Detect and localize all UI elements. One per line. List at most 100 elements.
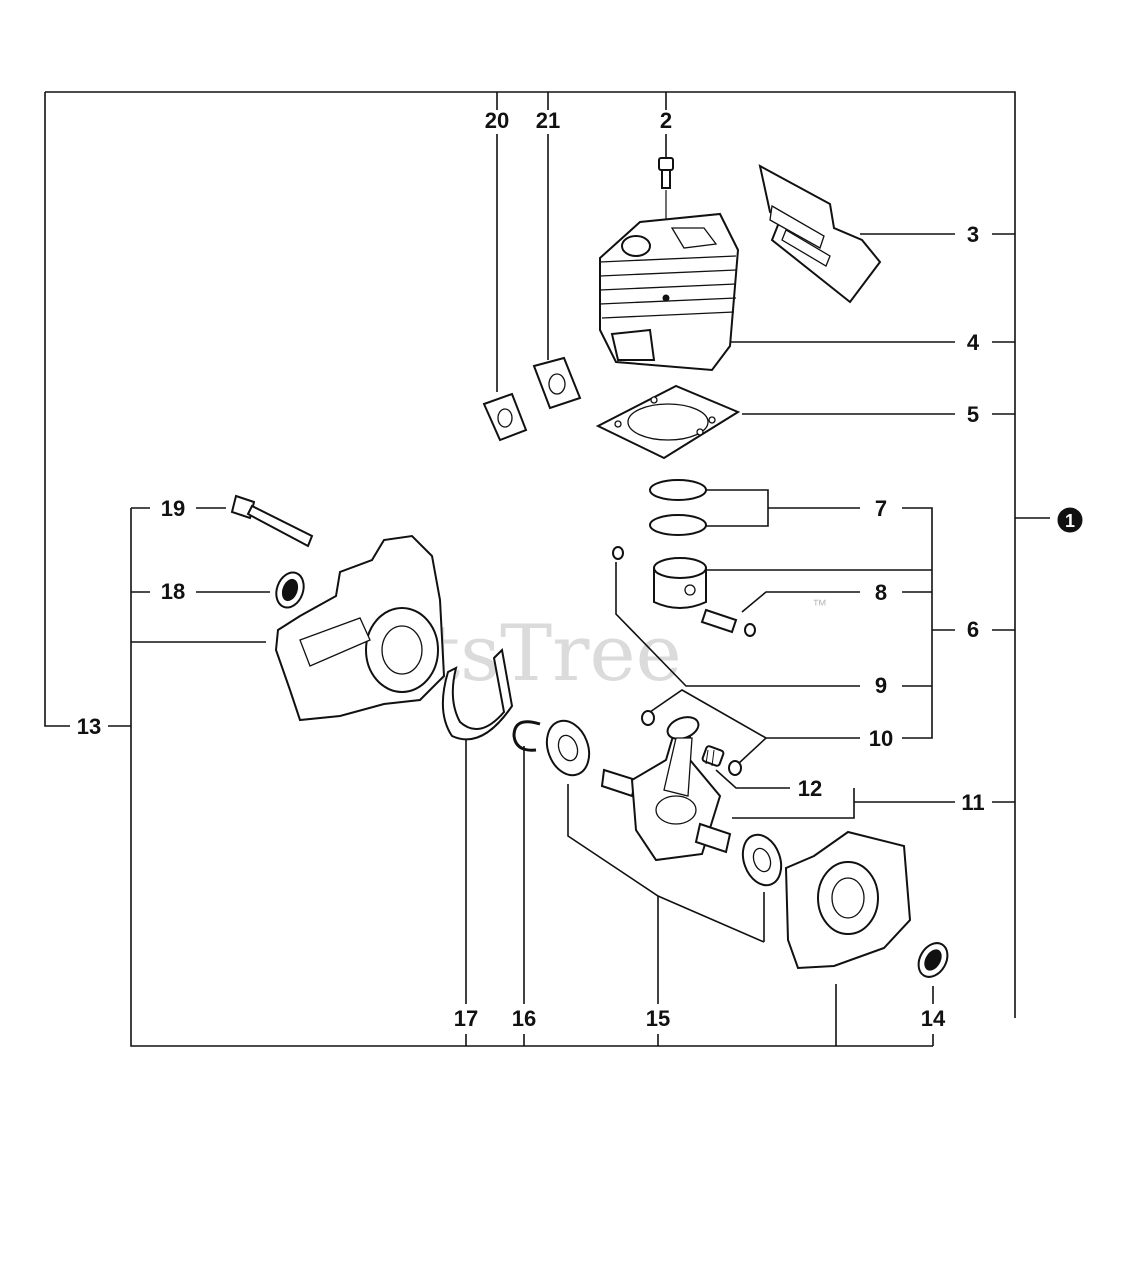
callout-11: 11 xyxy=(961,790,984,815)
bracket-7 xyxy=(706,489,769,527)
gasket-bore xyxy=(627,403,709,441)
cylinder-part-4 xyxy=(599,212,740,372)
circlips-part-9 xyxy=(612,546,756,637)
gasket-21-hole xyxy=(548,373,566,395)
piston-pin-part-8 xyxy=(700,608,738,634)
callout-4: 4 xyxy=(967,330,980,355)
needle-line-2 xyxy=(711,749,715,767)
fin-4 xyxy=(599,297,737,305)
leader-10 xyxy=(649,689,860,739)
conrod-beam xyxy=(663,737,693,797)
shield-slot-2 xyxy=(781,229,831,267)
snap-ring xyxy=(512,720,541,752)
assembly-marker-label: 1 xyxy=(1065,511,1075,531)
frame-top-right xyxy=(45,91,1016,1018)
bearings-part-15 xyxy=(545,719,783,887)
bracket-13 xyxy=(130,508,933,1047)
piston-crown xyxy=(653,557,707,579)
watermark-trademark: ™ xyxy=(812,597,827,614)
crankcase-left-flange xyxy=(299,617,371,667)
leader-15-left xyxy=(567,784,765,943)
spark-plug-boss xyxy=(621,235,651,257)
callout-5: 5 xyxy=(967,402,979,427)
bracket-6 xyxy=(902,507,933,739)
washers-part-10 xyxy=(641,710,742,776)
snap-ring-part-16 xyxy=(512,720,541,752)
gasket-hole-3 xyxy=(708,416,716,424)
bolt-shank xyxy=(661,169,671,189)
assembly-marker-circle xyxy=(1057,507,1083,533)
fin-2 xyxy=(599,269,737,277)
conrod-big-end xyxy=(655,795,697,825)
gasket-hole-1 xyxy=(614,420,622,428)
piston xyxy=(653,557,707,609)
bolt-19-shank xyxy=(246,504,314,548)
callout-labels: 2 3 4 5 6 7 8 9 10 11 12 13 14 15 16 17 … xyxy=(77,108,985,1031)
callout-14: 14 xyxy=(921,1006,946,1031)
crankcase-left-bore-inner xyxy=(381,625,423,675)
exhaust-port xyxy=(610,328,656,361)
leader-10b xyxy=(737,737,767,765)
crankcase-left-half xyxy=(274,534,446,722)
callout-18: 18 xyxy=(161,579,185,604)
crankcase-right-half xyxy=(784,830,912,970)
bolt-part-19 xyxy=(230,494,314,548)
crank-shaft-left xyxy=(600,768,638,798)
washer-left xyxy=(641,710,655,726)
callout-8: 8 xyxy=(875,580,887,605)
leader-12-bracket xyxy=(732,788,855,819)
callout-3: 3 xyxy=(967,222,979,247)
seal-18-inner xyxy=(281,578,299,602)
piston-pin-boss xyxy=(684,584,696,596)
frame-left xyxy=(44,92,70,727)
piston-skirt xyxy=(653,567,707,609)
fin-1 xyxy=(599,255,737,263)
circlip-right xyxy=(744,623,756,637)
oil-seal-part-18 xyxy=(275,571,305,609)
bearing-right-inner xyxy=(752,847,772,873)
needle-bearing-part-12 xyxy=(701,745,725,767)
leader-12 xyxy=(715,769,790,789)
crankcase-gasket-part-17 xyxy=(441,647,514,741)
fin-3 xyxy=(599,283,737,291)
needle-line-1 xyxy=(705,749,709,765)
piston-ring-lower xyxy=(649,514,707,536)
callout-12: 12 xyxy=(798,776,822,801)
crankcase-gasket xyxy=(441,647,514,741)
callout-17: 17 xyxy=(454,1006,478,1031)
piston-ring-upper xyxy=(649,479,707,501)
cylinder-hole xyxy=(662,294,670,302)
gasket-part-20 xyxy=(482,392,528,442)
oil-seal-part-14 xyxy=(917,942,949,978)
leader-9 xyxy=(615,562,860,687)
leader-lines xyxy=(44,91,1050,1047)
callout-13: 13 xyxy=(77,714,101,739)
leader-8 xyxy=(741,591,860,613)
heat-shield-part-3 xyxy=(758,164,882,304)
gasket-hole-2 xyxy=(650,396,658,404)
gasket-part-21 xyxy=(532,356,582,410)
crank-shaft-right xyxy=(694,822,732,854)
callout-10: 10 xyxy=(869,726,893,751)
gasket-20-hole xyxy=(497,408,513,428)
callout-9: 9 xyxy=(875,673,887,698)
washer-right xyxy=(728,760,742,776)
callout-6: 6 xyxy=(967,617,979,642)
gasket-hole-4 xyxy=(696,428,704,436)
shield-slot xyxy=(769,204,825,249)
callout-20: 20 xyxy=(485,108,509,133)
circlip-left xyxy=(612,546,624,560)
piston-rings-part-7 xyxy=(649,479,707,536)
callout-21: 21 xyxy=(536,108,560,133)
crankcase-right-bore-inner xyxy=(831,877,865,919)
callout-16: 16 xyxy=(512,1006,536,1031)
cylinder-top-pad xyxy=(670,227,718,249)
callout-7: 7 xyxy=(875,496,887,521)
callout-2: 2 xyxy=(660,108,672,133)
crankshaft-part-11 xyxy=(600,716,732,862)
cylinder-gasket-part-5 xyxy=(595,384,741,460)
bolt-head xyxy=(658,157,674,171)
seal-14-inner xyxy=(924,949,942,971)
